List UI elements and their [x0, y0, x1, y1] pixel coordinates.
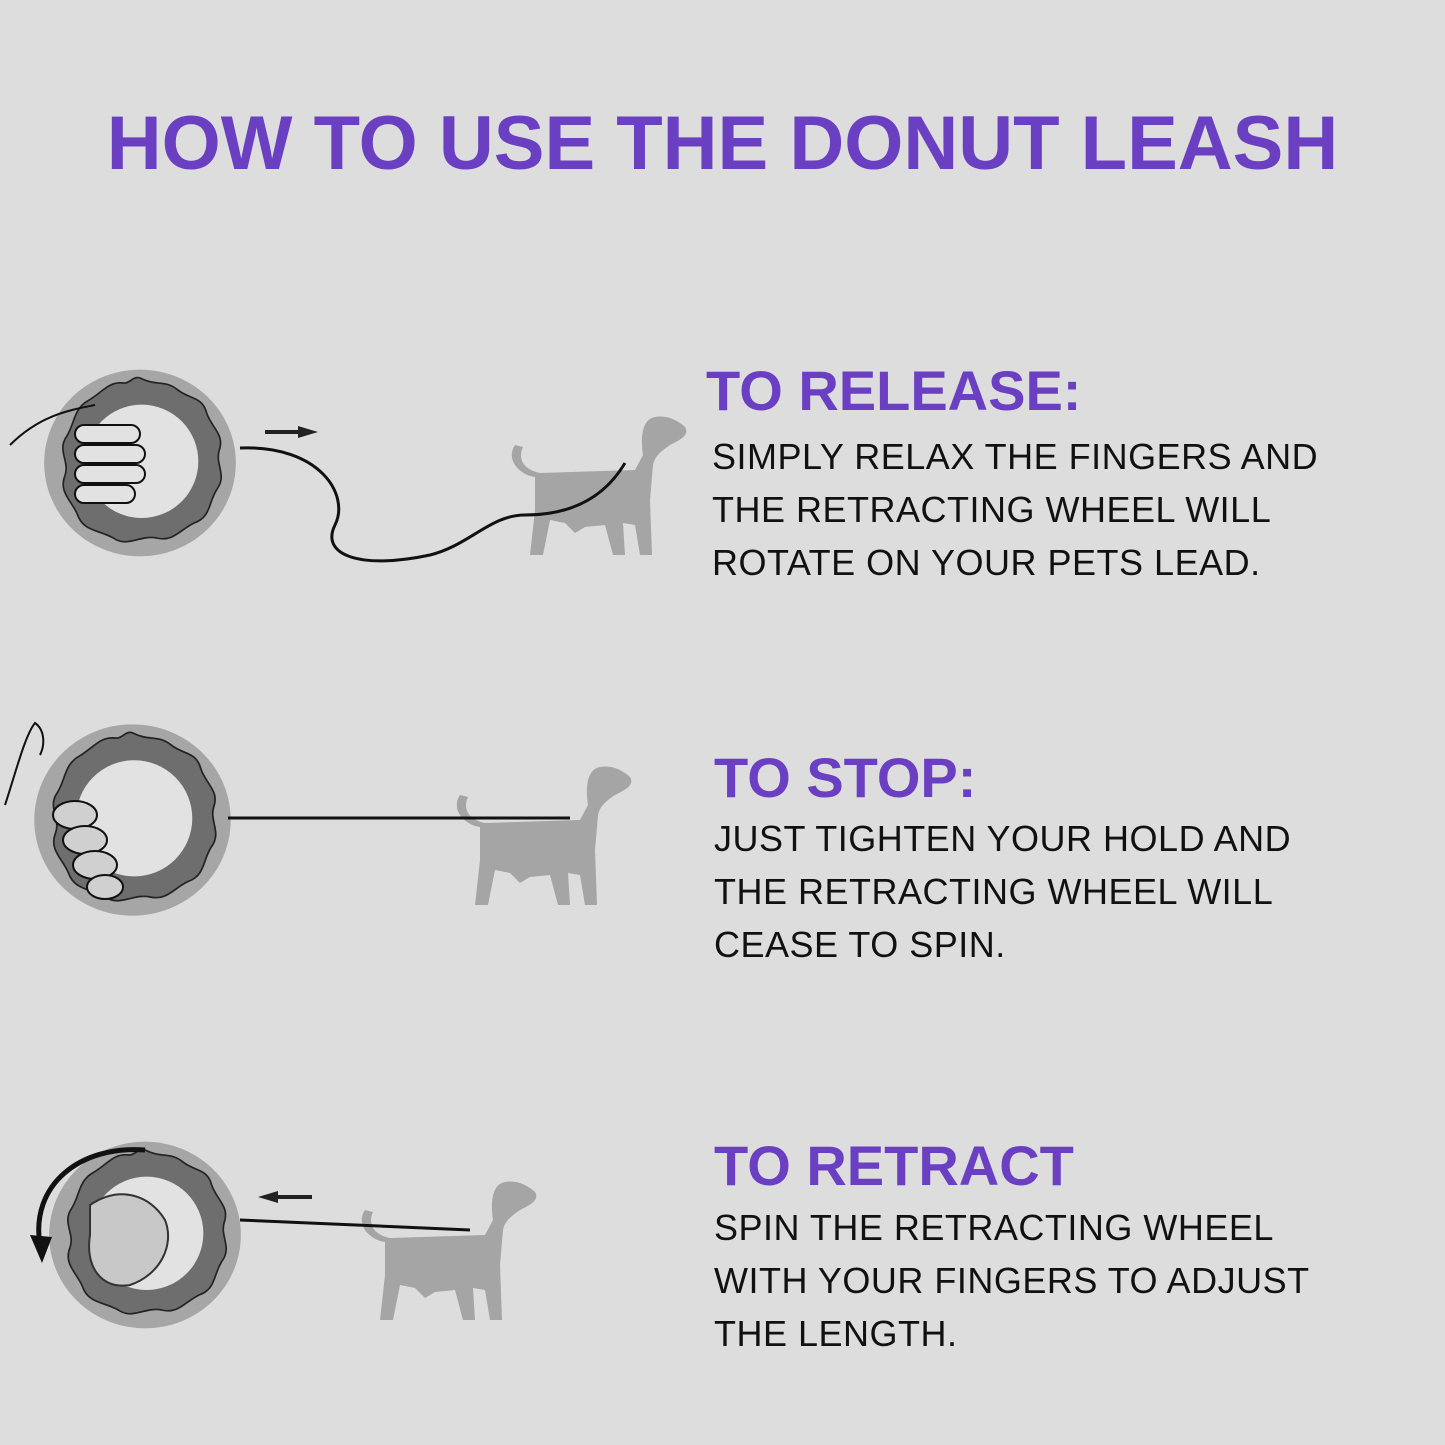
leash-line [239, 446, 627, 563]
release-illustration [9, 368, 687, 563]
description-line: THE LENGTH. [714, 1313, 958, 1354]
leash-line [239, 1218, 471, 1232]
step-description: SPIN THE RETRACTING WHEEL WITH YOUR FING… [714, 1201, 1310, 1360]
dog-icon [361, 1181, 537, 1320]
step-description: JUST TIGHTEN YOUR HOLD AND THE RETRACTIN… [714, 812, 1291, 971]
page-title: HOW TO USE THE DONUT LEASH [106, 101, 1339, 186]
description-line: JUST TIGHTEN YOUR HOLD AND [714, 818, 1292, 859]
dog-icon [456, 766, 632, 905]
description-line: ROTATE ON YOUR PETS LEAD. [712, 542, 1261, 583]
retract-illustration [30, 1140, 537, 1330]
stop-illustration [4, 721, 632, 917]
description-line: THE RETRACTING WHEEL WILL [712, 489, 1272, 530]
description-line: WITH YOUR FINGERS TO ADJUST [714, 1260, 1310, 1301]
rotate-arrow-icon [36, 1147, 146, 1246]
description-line: CEASE TO SPIN. [714, 924, 1006, 965]
description-line: THE RETRACTING WHEEL WILL [714, 871, 1274, 912]
hand-icon [88, 1193, 170, 1287]
description-line: SIMPLY RELAX THE FINGERS AND [712, 436, 1319, 477]
hand-icon [74, 424, 146, 504]
hand-icon [52, 800, 124, 900]
step-heading: TO RELEASE: [706, 359, 1082, 422]
description-line: SPIN THE RETRACTING WHEEL [714, 1207, 1274, 1248]
step-heading: TO STOP: [714, 746, 977, 809]
step-heading: TO RETRACT [714, 1134, 1074, 1197]
dog-icon [511, 416, 687, 555]
step-description: SIMPLY RELAX THE FINGERS AND THE RETRACT… [712, 430, 1318, 589]
